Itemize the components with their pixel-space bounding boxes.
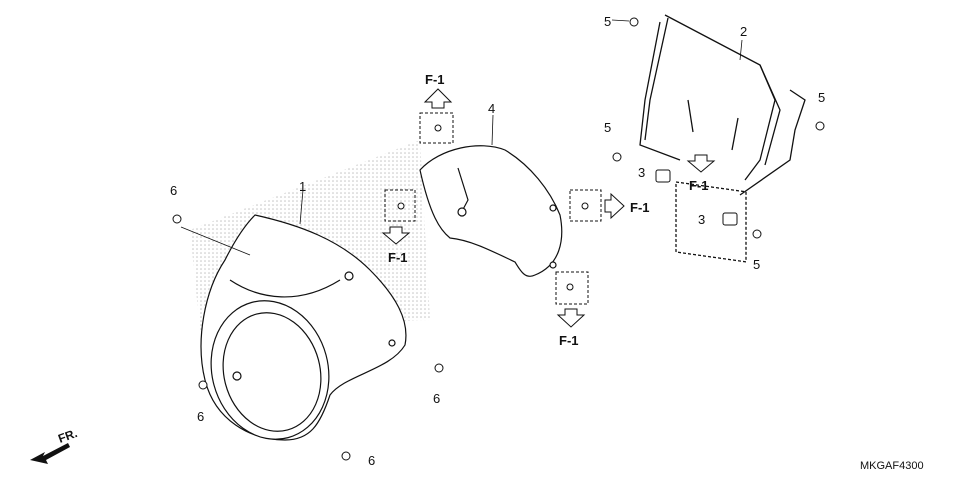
front-direction-arrow: FR.	[30, 426, 79, 464]
part-label-5a: 5	[604, 14, 611, 29]
part-label-1: 1	[299, 179, 306, 194]
part-label-6d: 6	[368, 453, 375, 468]
part-label-4: 4	[488, 101, 495, 116]
part-label-2: 2	[740, 24, 747, 39]
reference-arrows	[381, 88, 716, 328]
ref-label-3: F-1	[630, 200, 650, 215]
part-label-6b: 6	[197, 409, 204, 424]
part-label-6c: 6	[433, 391, 440, 406]
ref-label-1: F-1	[425, 72, 445, 87]
direction-label: FR.	[56, 426, 79, 446]
part-label-6a: 6	[170, 183, 177, 198]
part-label-5c: 5	[818, 90, 825, 105]
diagram-code: MKGAF4300	[860, 460, 924, 472]
part-4-inner-cover[interactable]	[419, 145, 563, 277]
fasteners[interactable]	[172, 17, 825, 461]
part-label-3b: 3	[698, 212, 705, 227]
leader-lines	[180, 19, 743, 256]
ref-label-5: F-1	[689, 178, 709, 193]
ref-label-4: F-1	[559, 333, 579, 348]
part-label-5b: 5	[604, 120, 611, 135]
part-2-bracket[interactable]	[639, 14, 806, 263]
part-label-3a: 3	[638, 165, 645, 180]
part-3-collars[interactable]	[655, 169, 738, 226]
ref-label-2: F-1	[388, 250, 408, 265]
part-1-headlight-cowl[interactable]	[196, 214, 407, 453]
part-label-5d: 5	[753, 257, 760, 272]
reference-boxes	[384, 112, 602, 305]
